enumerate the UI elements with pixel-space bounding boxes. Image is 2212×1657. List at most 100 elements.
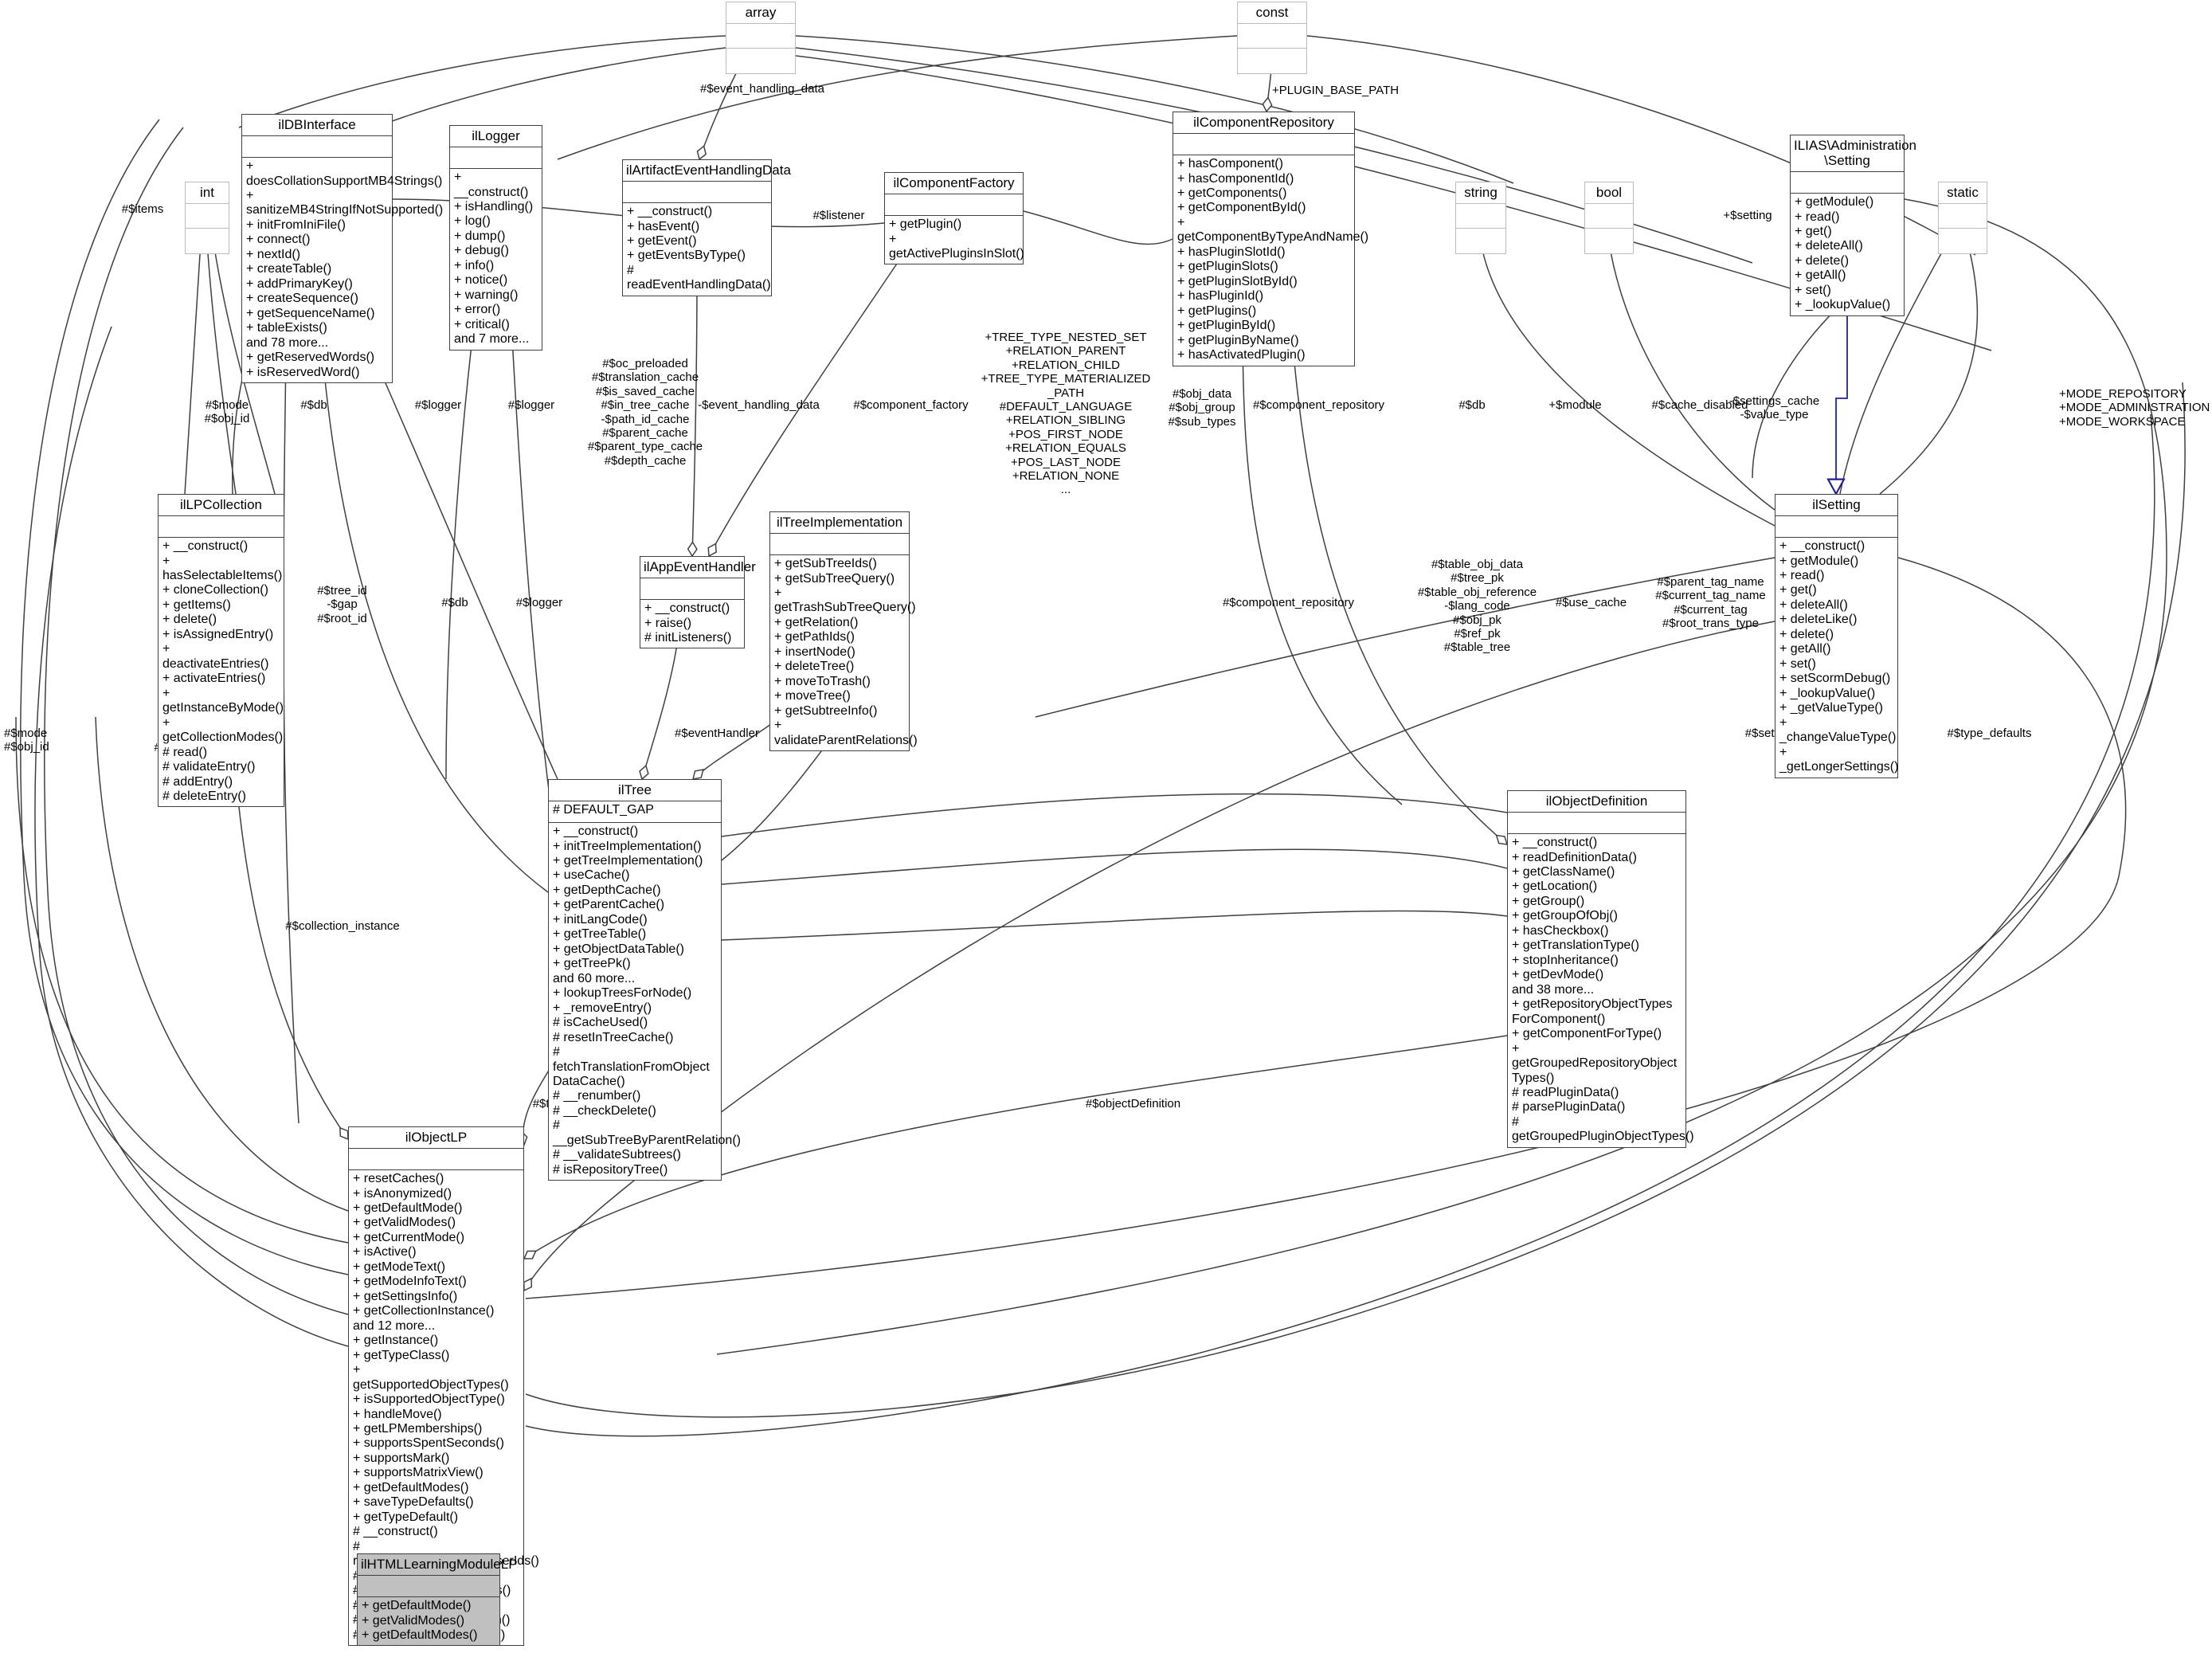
edge-label-db-2: #$db [1458, 398, 1486, 412]
class-name: ilHTMLLearningModuleLP [358, 1554, 518, 1577]
edge-label-plugin-base-path: +PLUGIN_BASE_PATH [1272, 84, 1400, 97]
edge-label-logger-2: #$logger [507, 398, 555, 412]
class-node-static[interactable]: static [1938, 182, 1987, 255]
class-name: ilObjectDefinition [1508, 791, 1685, 813]
class-name: ilLogger [450, 126, 542, 148]
edge-label-listener: #$listener [812, 209, 865, 222]
class-attributes [186, 204, 229, 229]
edge-label-parent-tag: #$parent_tag_name #$current_tag_name #$c… [1655, 575, 1766, 631]
class-node-ilobjectdefinition[interactable]: ilObjectDefinition + __construct() + rea… [1507, 790, 1694, 1148]
class-attributes [349, 1149, 523, 1171]
class-node-ildbinterface[interactable]: ilDBInterface + doesCollationSupportMB4S… [241, 114, 444, 384]
class-name: ilLPCollection [159, 495, 284, 517]
class-name: ilArtifactEventHandlingData [623, 160, 791, 182]
edge-label-object-definition: #$objectDefinition [1085, 1097, 1181, 1111]
class-node-ilsetting[interactable]: ilSetting + __construct() + getModule() … [1775, 494, 1898, 778]
class-operations: + __construct() + hasSelectableItems() +… [162, 539, 284, 803]
edge-label-mode-objid-1: #$mode #$obj_id [204, 398, 250, 426]
edge-label-setting: +$setting [1723, 209, 1772, 222]
edge-label-event-handler: #$eventHandler [675, 727, 759, 740]
class-node-ilcomponentrepository[interactable]: ilComponentRepository + hasComponent() +… [1173, 112, 1369, 366]
class-node-iltree[interactable]: ilTree # DEFAULT_GAP + __construct() + i… [548, 779, 741, 1181]
class-node-bool[interactable]: bool [1584, 182, 1634, 255]
edge-label-tree-constants: +TREE_TYPE_NESTED_SET +RELATION_PARENT +… [981, 331, 1151, 497]
class-name: ilComponentRepository [1173, 112, 1354, 135]
class-name: ilAppEventHandler [640, 557, 756, 579]
class-name: int [186, 182, 229, 205]
class-attributes [1585, 204, 1633, 229]
class-operations [1939, 229, 1987, 253]
edge-label-type-defaults: #$type_defaults [1947, 727, 2032, 740]
class-attributes [640, 578, 744, 601]
edge-label-module: +$module [1548, 398, 1602, 412]
class-operations: + getDefaultMode() + getValidModes() + g… [362, 1599, 478, 1642]
edge-label-event-handling-data-top: #$event_handling_data [700, 82, 824, 96]
class-operations: + __construct() + getModule() + read() +… [1779, 539, 1899, 774]
class-name: ILIAS\Administration \Setting [1791, 135, 1916, 173]
class-attributes [1791, 172, 1904, 194]
class-attributes [1508, 813, 1685, 835]
class-attributes [726, 24, 795, 49]
class-operations: + hasComponent() + hasComponentId() + ge… [1177, 157, 1369, 362]
class-operations [1585, 229, 1633, 253]
class-attributes [1939, 204, 1987, 229]
class-node-array[interactable]: array [726, 2, 796, 75]
class-node-string[interactable]: string [1455, 182, 1506, 255]
class-attributes [1456, 204, 1505, 229]
class-name: ilComponentFactory [885, 173, 1023, 195]
class-node-ilhtmllearningmodulelp[interactable]: ilHTMLLearningModuleLP + getDefaultMode(… [357, 1553, 518, 1647]
class-operations: + getPlugin() + getActivePluginsInSlot() [889, 217, 1024, 260]
edge-label-collection-instance: #$collection_instance [285, 919, 400, 933]
class-operations: + __construct() + readDefinitionData() +… [1512, 836, 1694, 1144]
edge-label-logger-1: #$logger [414, 398, 462, 412]
class-node-iltreeimplementation[interactable]: ilTreeImplementation + getSubTreeIds() +… [769, 511, 918, 752]
class-operations: + __construct() + hasEvent() + getEvent(… [627, 205, 771, 292]
class-node-ilias-administration-setting[interactable]: ILIAS\Administration \Setting + getModul… [1790, 135, 1916, 316]
edge-label-tree-caches: #$oc_preloaded #$translation_cache #$is_… [587, 357, 703, 468]
edge-label-items: #$items [121, 202, 164, 216]
class-operations: + doesCollationSupportMB4Strings() + san… [246, 159, 444, 379]
class-attributes [450, 147, 542, 170]
class-node-int[interactable]: int [185, 182, 229, 255]
edge-label-component-factory: #$component_factory [853, 398, 969, 412]
class-name: ilTreeImplementation [770, 512, 909, 535]
class-operations [186, 229, 229, 253]
edge-label-logger-3: #$logger [515, 596, 563, 609]
class-attributes [885, 194, 1023, 217]
class-operations: + __construct() + initTreeImplementation… [553, 825, 741, 1177]
class-attributes: # DEFAULT_GAP [549, 801, 721, 824]
class-operations: + getModule() + read() + get() + deleteA… [1795, 195, 1891, 312]
class-attributes [242, 136, 392, 159]
edge-label-table-obj-data: #$table_obj_data #$tree_pk #$table_obj_r… [1417, 558, 1537, 655]
edge-label-component-repository-2: #$component_repository [1222, 596, 1355, 609]
edge-label-use-cache: #$use_cache [1555, 596, 1627, 609]
edge-label-mode-repository: +MODE_REPOSITORY +MODE_ADMINISTRATION +M… [2059, 387, 2210, 429]
class-operations: + __construct() + isHandling() + log() +… [454, 170, 534, 347]
class-attributes [1775, 516, 1897, 539]
class-name: const [1238, 2, 1306, 25]
class-operations [1238, 49, 1306, 73]
class-attributes [358, 1576, 499, 1598]
class-operations [1456, 229, 1505, 253]
class-name: ilDBInterface [242, 115, 392, 137]
edge-label-db-3: #$db [441, 596, 468, 609]
class-name: array [726, 2, 795, 25]
class-node-illogger[interactable]: ilLogger + __construct() + isHandling() … [449, 125, 542, 351]
edge-label-mode-objid-2: #$mode #$obj_id [4, 727, 49, 754]
class-attributes [1238, 24, 1306, 49]
edge-label-settings-cache: -$settings_cache -$value_type [1728, 394, 1820, 422]
class-attributes [623, 182, 771, 204]
class-node-ilappeventhandler[interactable]: ilAppEventHandler + __construct() + rais… [640, 556, 756, 649]
class-name: string [1456, 182, 1505, 205]
class-operations: + getSubTreeIds() + getSubTreeQuery() + … [774, 557, 918, 747]
edge-label-event-handling-data-2: -$event_handling_data [698, 398, 820, 412]
class-name: ilSetting [1775, 495, 1897, 517]
edge-label-component-repository-1: #$component_repository [1252, 398, 1385, 412]
class-node-illpcollection[interactable]: ilLPCollection + __construct() + hasSele… [158, 494, 284, 808]
class-operations [726, 49, 795, 73]
class-name: bool [1585, 182, 1633, 205]
class-node-const[interactable]: const [1237, 2, 1307, 75]
class-node-ilcomponentfactory[interactable]: ilComponentFactory + getPlugin() + getAc… [884, 172, 1024, 265]
class-attributes [1173, 134, 1354, 156]
class-node-ilartifacteventhandlingdata[interactable]: ilArtifactEventHandlingData + __construc… [622, 159, 791, 296]
